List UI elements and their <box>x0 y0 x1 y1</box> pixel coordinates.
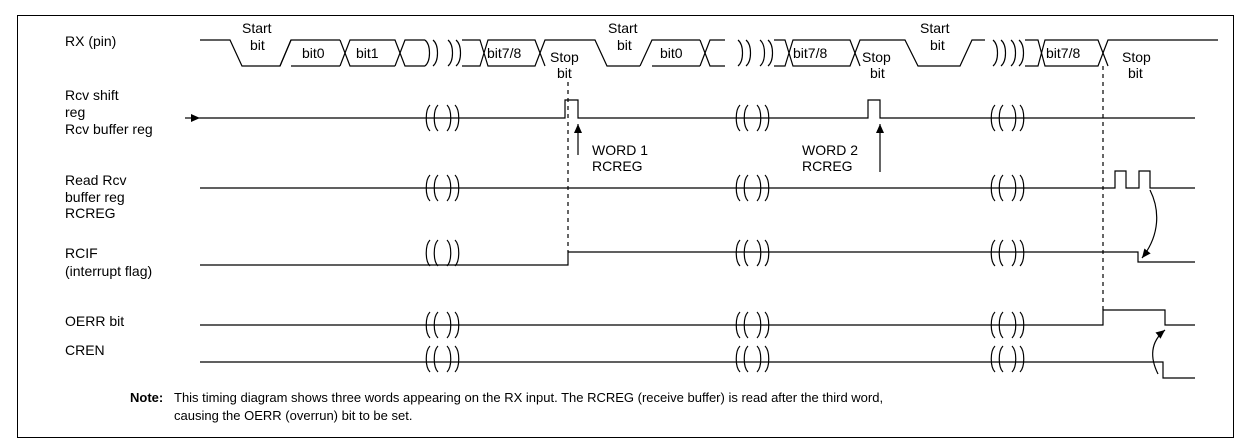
rcv-shift-label-line2: reg <box>65 104 85 120</box>
dashed-connectors <box>567 66 1104 310</box>
start-bit-3-label: Start <box>920 20 950 36</box>
note-label: Note: <box>130 390 163 405</box>
rx-bit-labels: Start bit bit0 bit1 bit7/8 Stop bit Star… <box>242 20 1151 81</box>
stop-bit-3-label-sub: bit <box>1128 65 1143 81</box>
diagram-frame <box>17 15 1234 438</box>
rcv-shift-label-line1: Rcv shift <box>65 87 119 103</box>
word1-label: WORD 1 <box>592 142 648 158</box>
word2-rcreg-label: RCREG <box>802 158 853 174</box>
start-bit-2-label-sub: bit <box>617 37 632 53</box>
cren-label: CREN <box>65 342 105 358</box>
read-rcv-label-line2: buffer reg <box>65 189 125 205</box>
note-line2: causing the OERR (overrun) bit to be set… <box>174 408 412 423</box>
signal-labels: RX (pin) Rcv shift reg Rcv buffer reg Re… <box>65 33 153 358</box>
stop-bit-2-label-sub: bit <box>870 65 885 81</box>
note-line1: This timing diagram shows three words ap… <box>174 390 883 405</box>
rcif-waveform <box>200 239 1195 267</box>
oerr-label: OERR bit <box>65 313 124 329</box>
read-rcv-label-line1: Read Rcv <box>65 172 126 188</box>
start-bit-3-label-sub: bit <box>930 37 945 53</box>
rcif-label: RCIF <box>65 245 98 261</box>
bit0-1-label: bit0 <box>302 45 325 61</box>
word2-label: WORD 2 <box>802 142 858 158</box>
stop-bit-1-label-sub: bit <box>557 65 572 81</box>
start-bit-1-label-sub: bit <box>250 37 265 53</box>
bit78-1-label: bit7/8 <box>487 45 521 61</box>
stop-bit-3-label: Stop <box>1122 49 1151 65</box>
start-bit-2-label: Start <box>608 20 638 36</box>
bit0-2-label: bit0 <box>660 45 683 61</box>
bit78-3-label: bit7/8 <box>1046 45 1080 61</box>
rx-pin-label: RX (pin) <box>65 33 116 49</box>
rcv-buffer-label: Rcv buffer reg <box>65 121 153 137</box>
cren-waveform <box>200 329 1195 379</box>
stop-bit-1-label: Stop <box>550 49 579 65</box>
word-annotations: WORD 1 RCREG WORD 2 RCREG <box>592 142 858 174</box>
oerr-waveform <box>200 309 1195 339</box>
note-block: Note: This timing diagram shows three wo… <box>130 390 883 423</box>
read-rcv-label-line3: RCREG <box>65 205 116 221</box>
start-bit-1-label: Start <box>242 20 272 36</box>
bit78-2-label: bit7/8 <box>793 45 827 61</box>
stop-bit-2-label: Stop <box>862 49 891 65</box>
word1-rcreg-label: RCREG <box>592 158 643 174</box>
rcv-shift-waveform <box>185 99 1195 172</box>
read-rcreg-waveform <box>200 170 1195 259</box>
bit1-label: bit1 <box>356 45 379 61</box>
rcif-label-sub: (interrupt flag) <box>65 263 152 279</box>
rx-waveform <box>200 39 1218 67</box>
